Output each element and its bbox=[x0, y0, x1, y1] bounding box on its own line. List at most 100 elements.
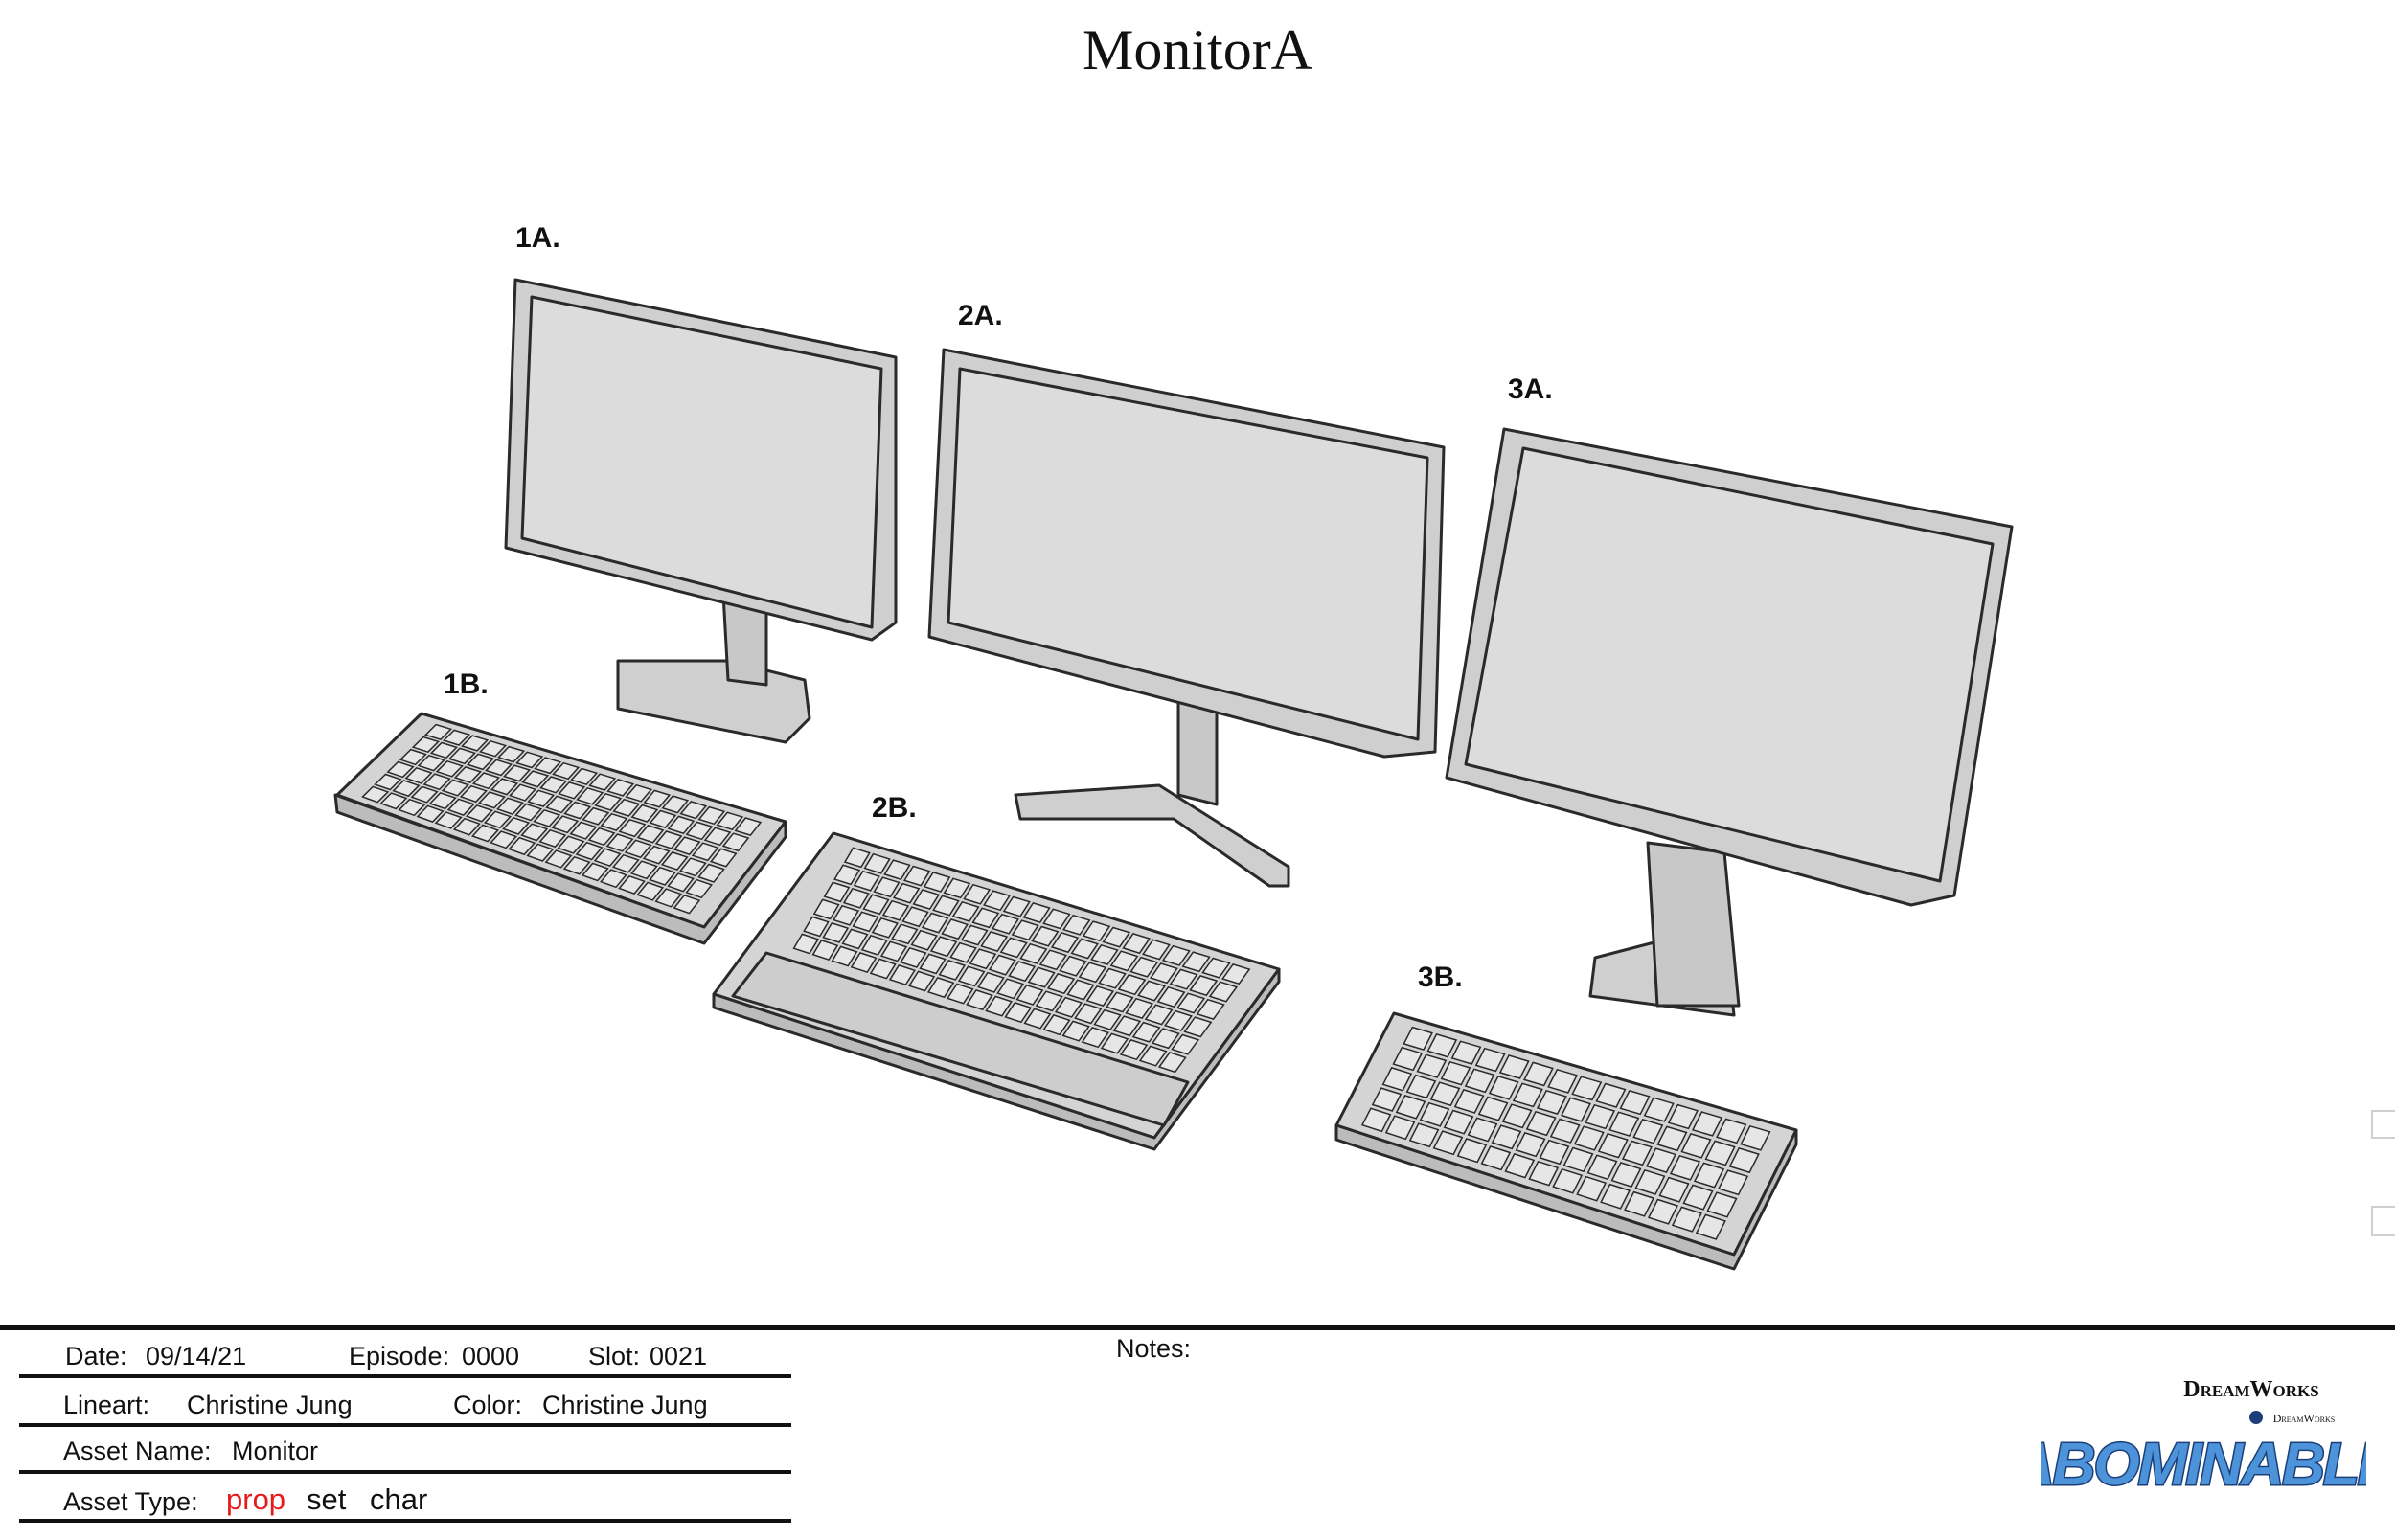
keyboard-1b-key bbox=[691, 842, 719, 862]
keyboard-3b-key bbox=[1547, 1068, 1579, 1094]
keyboard-2b-key bbox=[1169, 968, 1198, 990]
keyboard-2b-key bbox=[1027, 966, 1056, 988]
keyboard-1b-key bbox=[551, 815, 580, 834]
keyboard-1b-key bbox=[679, 801, 708, 820]
keyboard-2b-key bbox=[822, 922, 850, 943]
sheet-title: MonitorA bbox=[1083, 18, 1312, 81]
keyboard-1b-key bbox=[709, 848, 738, 868]
keyboard-3b-key bbox=[1549, 1118, 1581, 1144]
keyboard-1b-key bbox=[636, 825, 665, 844]
keyboard-2b-key bbox=[943, 877, 971, 899]
keyboard-1b-key bbox=[452, 817, 481, 836]
keyboard-2b-key bbox=[1066, 979, 1095, 1001]
keyboard-3b-key bbox=[1610, 1162, 1642, 1189]
keyboard-2b-key bbox=[1201, 957, 1231, 979]
keyboard-2b-key bbox=[883, 859, 911, 881]
keyboard-3b-key bbox=[1561, 1097, 1591, 1122]
keyboard-2b-key bbox=[1157, 1052, 1187, 1074]
keyboard-2b-key bbox=[1082, 920, 1111, 942]
asset-name-value: Monitor bbox=[232, 1437, 319, 1465]
keyboard-3b-key bbox=[1381, 1066, 1413, 1092]
keyboard-2b-key bbox=[1100, 1032, 1129, 1054]
keyboard-2b-key bbox=[900, 946, 927, 968]
episode-value: 0000 bbox=[462, 1342, 520, 1370]
keyboard-1b-key bbox=[398, 798, 426, 817]
keyboard-1b-key bbox=[562, 855, 591, 875]
dreamworks-moon-icon bbox=[2249, 1411, 2263, 1424]
keyboard-2b-key bbox=[926, 977, 955, 999]
keyboard-1b-key bbox=[471, 772, 500, 790]
keyboard-1b-key bbox=[544, 849, 573, 869]
keyboard-1b-key bbox=[508, 836, 536, 856]
model-illustration bbox=[333, 278, 2014, 1271]
keyboard-1b-key bbox=[697, 805, 726, 826]
keyboard-3b-key bbox=[1501, 1103, 1533, 1129]
keyboard-3b-key bbox=[1571, 1076, 1603, 1101]
keyboard-2b-key bbox=[923, 872, 951, 893]
keyboard-1b-key bbox=[416, 804, 445, 823]
keyboard-2b-key bbox=[833, 904, 860, 926]
keyboard-2b-key bbox=[1042, 1014, 1071, 1036]
keyboard-1b-key bbox=[593, 848, 622, 867]
keyboard-2b-key bbox=[853, 870, 880, 892]
keyboard-2b-key bbox=[862, 894, 890, 916]
keyboard-1b-key bbox=[642, 845, 671, 865]
keyboard-1b-key bbox=[587, 827, 616, 847]
callout-3b: 3B. bbox=[1418, 962, 1463, 993]
keyboard-2b-key bbox=[1035, 990, 1063, 1012]
keyboard-1b-key bbox=[399, 748, 427, 766]
keyboard-2b-key bbox=[901, 906, 929, 928]
keyboard-1b-key bbox=[434, 811, 463, 829]
keyboard-2b-key bbox=[1008, 961, 1037, 983]
keyboard-3b-key bbox=[1716, 1118, 1747, 1144]
info-divider bbox=[19, 1374, 791, 1378]
keyboard-3b-key bbox=[1523, 1061, 1554, 1087]
keyboard-2b-key bbox=[947, 983, 974, 1005]
keyboard-2b-key bbox=[951, 900, 980, 922]
keyboard-2b-key bbox=[852, 911, 879, 933]
keyboard-3b-key bbox=[1573, 1125, 1605, 1151]
keyboard-1b-key bbox=[679, 857, 707, 877]
asset-type-option-char: char bbox=[370, 1483, 428, 1516]
keyboard-3b-key bbox=[1440, 1060, 1471, 1086]
keyboard-1b-key bbox=[470, 824, 500, 843]
keyboard-2b-key bbox=[1150, 962, 1178, 985]
keyboard-2b-key bbox=[1151, 1028, 1180, 1050]
keyboard-2b-key bbox=[1122, 933, 1152, 955]
keyboard-3b-key bbox=[1392, 1046, 1424, 1072]
keyboard-2b-key bbox=[811, 940, 839, 961]
keyboard-2b-key bbox=[921, 912, 949, 934]
keyboard-2b-key bbox=[1183, 1016, 1213, 1038]
keyboard-2b-key bbox=[966, 989, 993, 1011]
keyboard-2b-key bbox=[1023, 1008, 1052, 1030]
keyboard-3b-key bbox=[1360, 1107, 1392, 1133]
monitor-3a bbox=[1445, 427, 2014, 1017]
keyboard-3b-key bbox=[1488, 1075, 1519, 1100]
keyboard-1b-key bbox=[558, 781, 586, 800]
keyboard-1b-key bbox=[461, 735, 490, 752]
keyboard-1b-key bbox=[417, 754, 445, 772]
keyboard-2b-key bbox=[1138, 1045, 1168, 1067]
keyboard-3b-key bbox=[1450, 1040, 1482, 1065]
keyboard-3b-key bbox=[1474, 1047, 1506, 1073]
keyboard-1b-key bbox=[521, 770, 550, 788]
keyboard-1b-key bbox=[435, 759, 464, 778]
keyboard-2b-key bbox=[1093, 1008, 1122, 1030]
keyboard-2b-key bbox=[1019, 942, 1048, 964]
keyboard-2b-key bbox=[843, 847, 871, 869]
keyboard-2b-key bbox=[929, 936, 958, 958]
keyboard-1b-key bbox=[703, 827, 732, 847]
keyboard-1b-key bbox=[496, 797, 525, 815]
keyboard-1b-key bbox=[552, 761, 581, 781]
keyboard-1b-key bbox=[392, 780, 421, 798]
callout-1b: 1B. bbox=[444, 668, 489, 700]
info-divider bbox=[19, 1470, 791, 1474]
keyboard-2b-key bbox=[1131, 1021, 1161, 1043]
keyboard-2b-key bbox=[1081, 1027, 1109, 1049]
keyboard-1b-key bbox=[453, 766, 482, 783]
keyboard-3b-key bbox=[1671, 1206, 1702, 1233]
keyboard-1b-key bbox=[483, 810, 513, 829]
keyboard-2b-key bbox=[1196, 998, 1225, 1020]
keyboard-3b-key bbox=[1634, 1168, 1666, 1195]
keyboard-2b-key bbox=[1098, 967, 1127, 989]
